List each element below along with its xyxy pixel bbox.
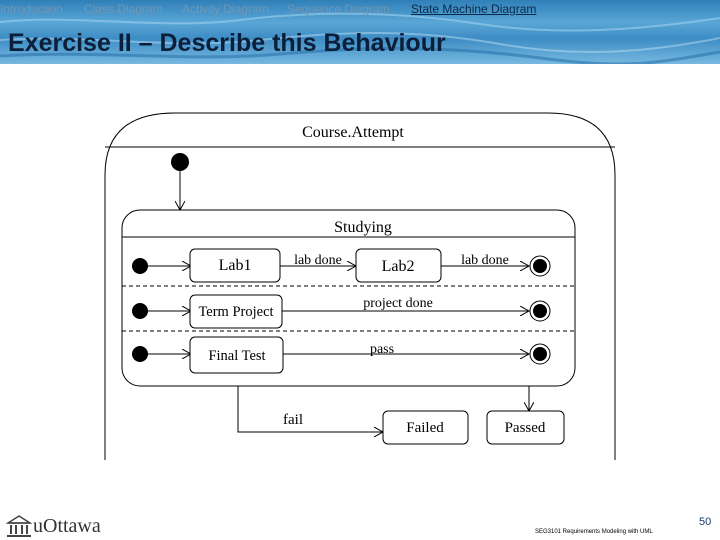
lab2-label: Lab2: [382, 258, 415, 275]
transition-lab2-final-label: lab done: [461, 253, 509, 268]
transition-fail: [238, 386, 383, 432]
failed-label: Failed: [406, 420, 444, 436]
lab1-label: Lab1: [219, 257, 252, 274]
course-label: SEG3101 Requirements Modeling with UML: [535, 529, 653, 535]
final-test-label: Final Test: [208, 348, 265, 364]
initial-state-region3: [132, 346, 148, 362]
final-state-region2-dot: [533, 304, 547, 318]
logo-text: uOttawa: [33, 515, 101, 538]
initial-state-region1: [132, 258, 148, 274]
term-project-label: Term Project: [198, 304, 273, 320]
initial-state-outer: [171, 153, 189, 171]
university-logo-icon: [6, 514, 32, 538]
final-state-region1-dot: [533, 259, 547, 273]
transition-project-done-label: project done: [363, 296, 433, 311]
initial-state-region2: [132, 303, 148, 319]
transition-fail-label: fail: [283, 412, 303, 428]
passed-label: Passed: [505, 420, 546, 436]
page-number: 50: [699, 516, 711, 528]
final-state-region3-dot: [533, 347, 547, 361]
transition-lab1-lab2-label: lab done: [294, 253, 342, 268]
course-attempt-label: Course.Attempt: [302, 124, 404, 141]
transition-pass-label: pass: [370, 342, 394, 357]
studying-label: Studying: [334, 219, 392, 236]
